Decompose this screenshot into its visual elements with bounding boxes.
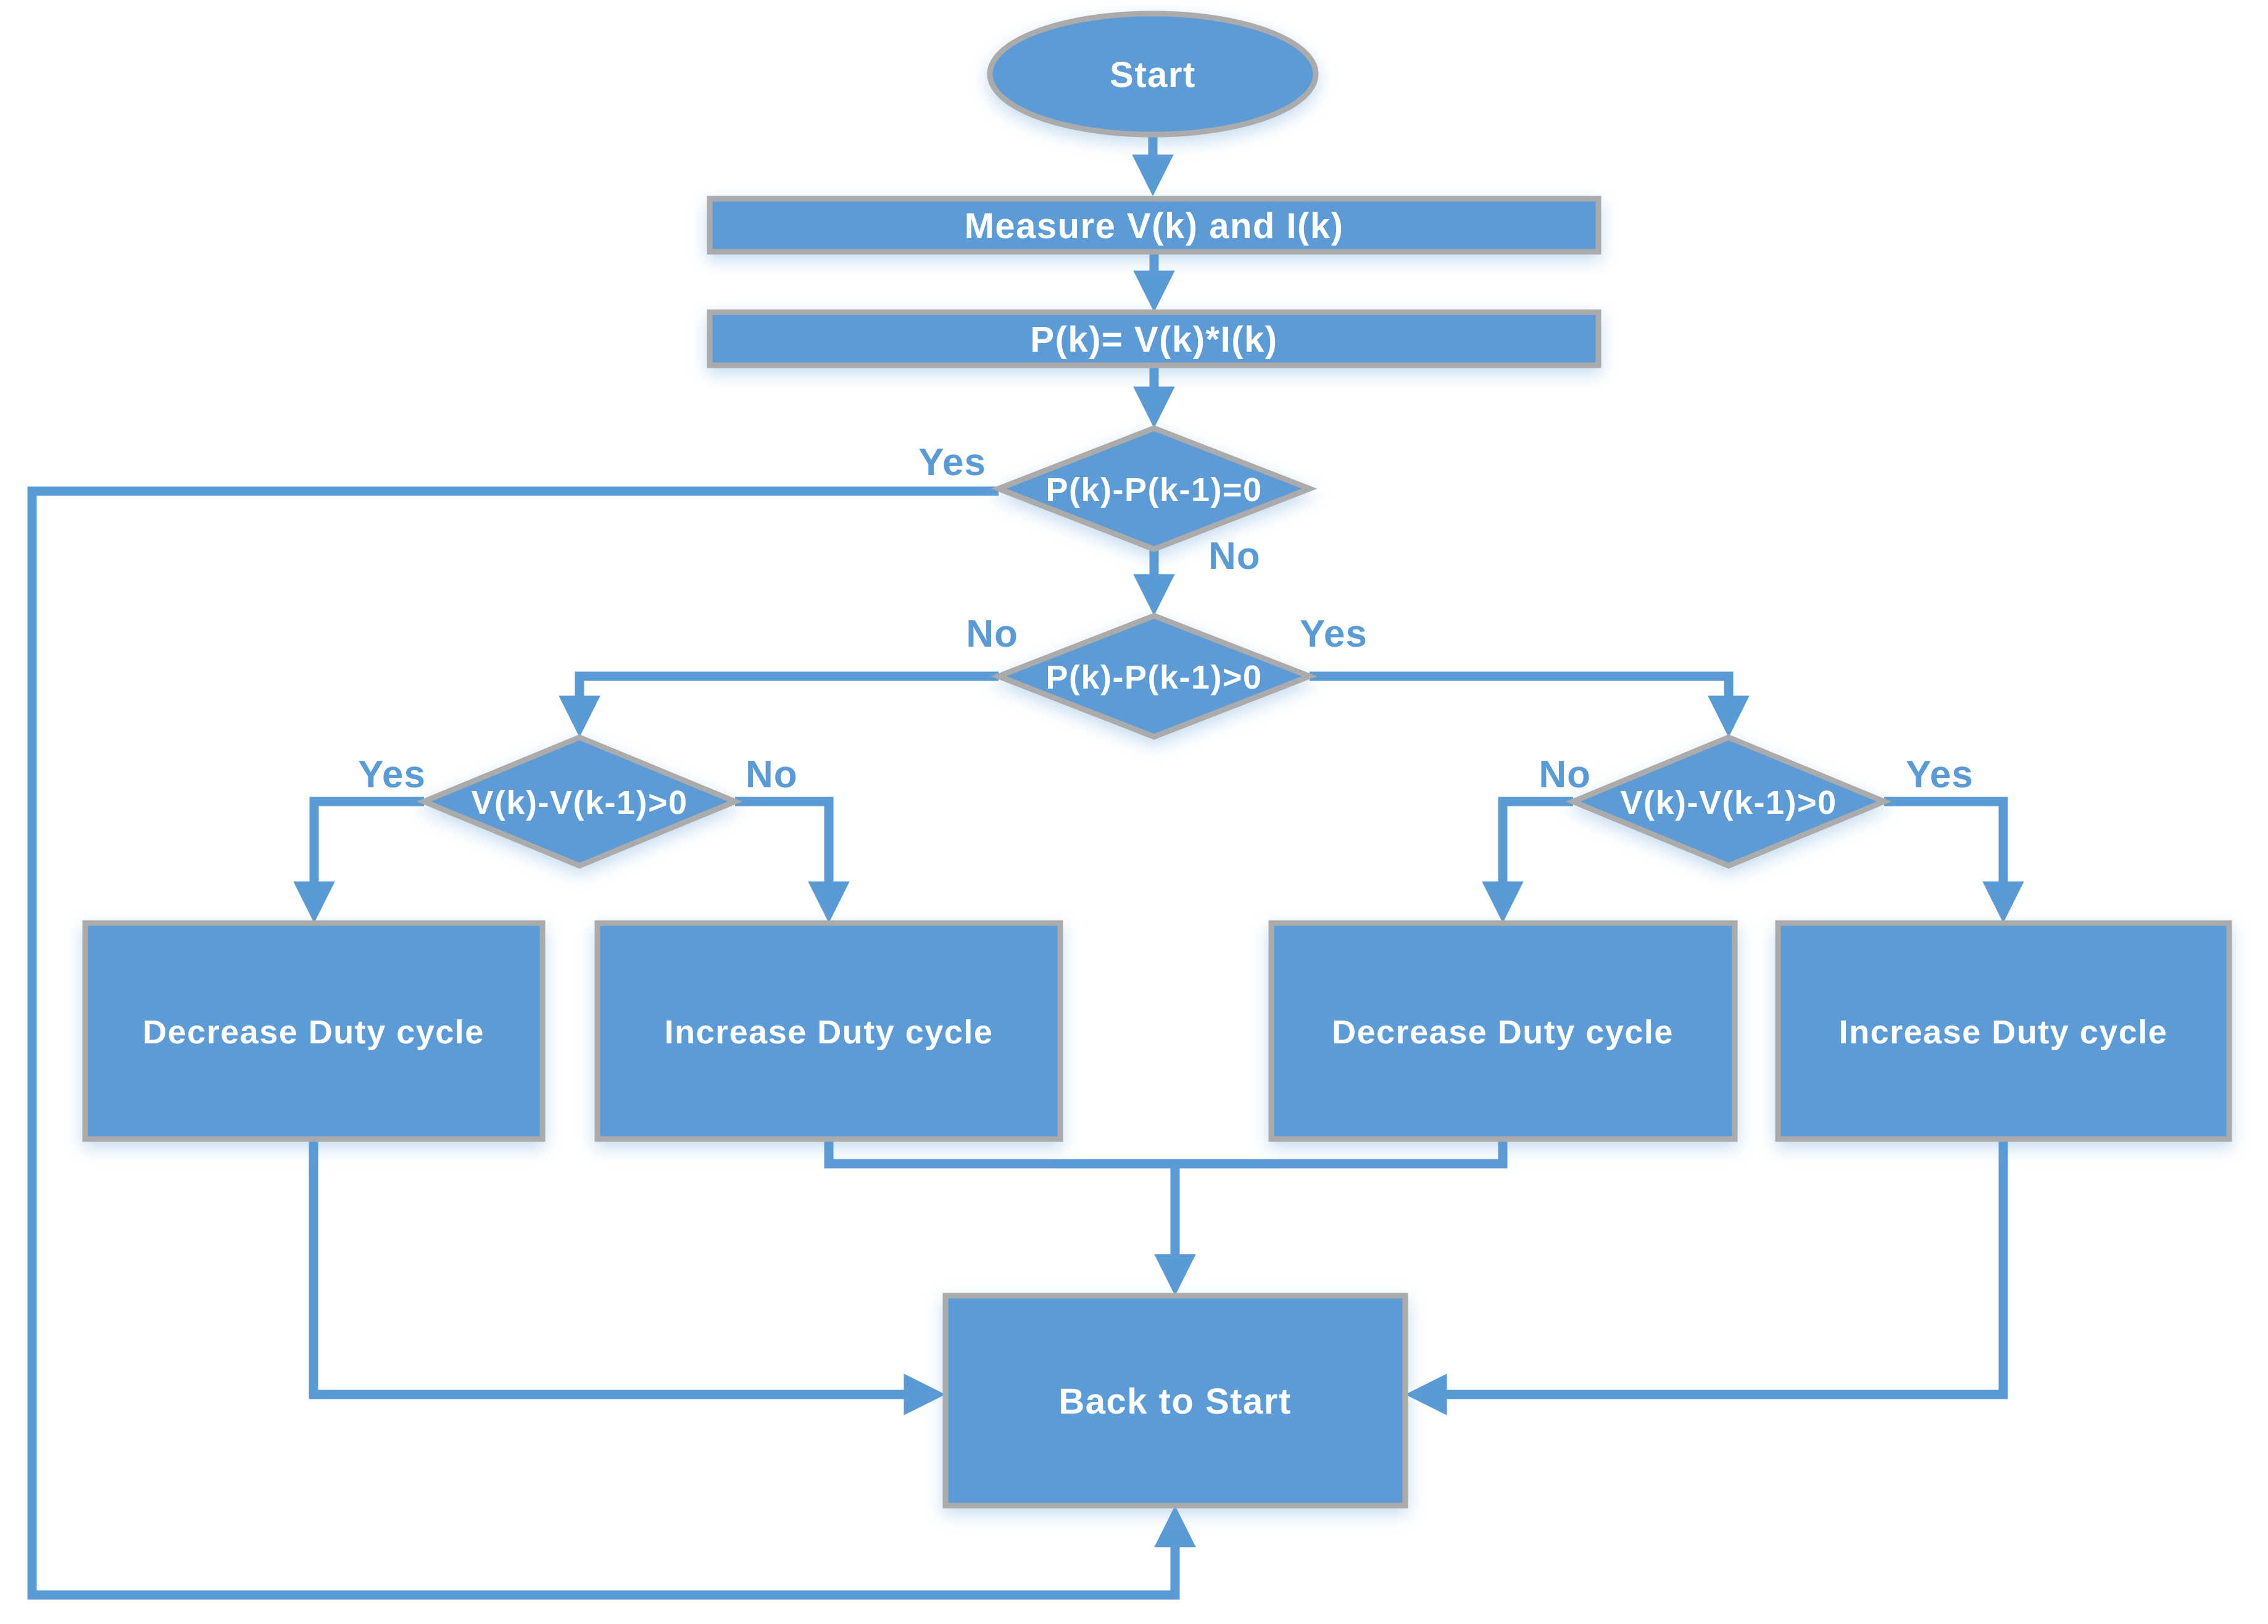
label-voltage-right-yes: Yes <box>1906 753 1974 796</box>
decrease-left-label: Decrease Duty cycle <box>143 1014 484 1051</box>
voltage-right-diamond-shape <box>1566 734 1892 869</box>
compute-power-label: P(k)= V(k)*I(k) <box>1030 320 1277 360</box>
edge-power-positive-no <box>559 671 999 737</box>
label-voltage-left-no: No <box>746 753 798 796</box>
decrease-right-process-shape <box>1268 920 1738 1142</box>
power-equal-label: P(k)-P(k-1)=0 <box>1045 471 1262 508</box>
label-power-equal-yes: Yes <box>918 441 986 484</box>
label-power-equal-no: No <box>1208 535 1261 578</box>
decrease-right-label: Decrease Duty cycle <box>1332 1014 1674 1051</box>
increase-right-label: Increase Duty cycle <box>1839 1014 2168 1051</box>
node-increase-right: Increase Duty cycle <box>1775 920 2232 1142</box>
increase-right-process-shape <box>1775 920 2232 1142</box>
label-voltage-right-no: No <box>1539 753 1591 796</box>
edge-labels-layer: Yes No No Yes Yes No No Yes <box>358 441 1974 796</box>
back-to-start-label: Back to Start <box>1058 1382 1291 1422</box>
node-start: Start <box>987 10 1319 138</box>
start-terminator-shape <box>987 10 1319 138</box>
start-label: Start <box>1110 55 1196 95</box>
node-back-to-start: Back to Start <box>942 1293 1408 1509</box>
label-power-positive-no: No <box>966 613 1018 655</box>
power-equal-diamond-shape <box>991 425 1318 552</box>
node-decrease-left: Decrease Duty cycle <box>82 920 546 1142</box>
voltage-right-label: V(k)-V(k-1)>0 <box>1620 784 1837 821</box>
compute-power-process-shape <box>707 309 1601 368</box>
nodes-layer: Start Measure V(k) and I(k) P(k)= V(k)*I… <box>82 10 2232 1509</box>
measure-label: Measure V(k) and I(k) <box>965 206 1344 246</box>
node-power-positive-decision: P(k)-P(k-1)>0 <box>991 613 1318 740</box>
edges-layer <box>27 136 2024 1600</box>
power-positive-label: P(k)-P(k-1)>0 <box>1045 659 1262 696</box>
node-voltage-left-decision: V(k)-V(k-1)>0 <box>417 734 742 869</box>
node-measure: Measure V(k) and I(k) <box>707 196 1601 255</box>
edge-voltage-right-yes <box>1884 797 2024 923</box>
edge-voltage-left-yes <box>293 797 424 923</box>
node-power-equal-decision: P(k)-P(k-1)=0 <box>991 425 1318 552</box>
label-voltage-left-yes: Yes <box>358 753 426 796</box>
increase-left-process-shape <box>594 920 1063 1142</box>
edge-power-positive-yes <box>1310 671 1750 737</box>
edge-voltage-right-no <box>1482 797 1573 923</box>
voltage-left-label: V(k)-V(k-1)>0 <box>471 784 687 821</box>
node-increase-left: Increase Duty cycle <box>594 920 1063 1142</box>
increase-left-label: Increase Duty cycle <box>665 1014 994 1051</box>
voltage-left-diamond-shape <box>417 734 742 869</box>
node-decrease-right: Decrease Duty cycle <box>1268 920 1738 1142</box>
edge-decrease-left-to-back <box>309 1139 945 1415</box>
decrease-left-process-shape <box>82 920 546 1142</box>
edge-middle-merge <box>824 1139 1508 1169</box>
edge-increase-right-to-back <box>1405 1139 2008 1415</box>
measure-process-shape <box>707 196 1601 255</box>
power-positive-diamond-shape <box>991 613 1318 740</box>
node-compute-power: P(k)= V(k)*I(k) <box>707 309 1601 368</box>
edge-voltage-left-no <box>735 797 850 923</box>
back-to-start-process-shape <box>942 1293 1408 1509</box>
node-voltage-right-decision: V(k)-V(k-1)>0 <box>1566 734 1892 869</box>
label-power-positive-yes: Yes <box>1300 613 1368 655</box>
edge-power-equal-yes-loop <box>27 486 1196 1600</box>
